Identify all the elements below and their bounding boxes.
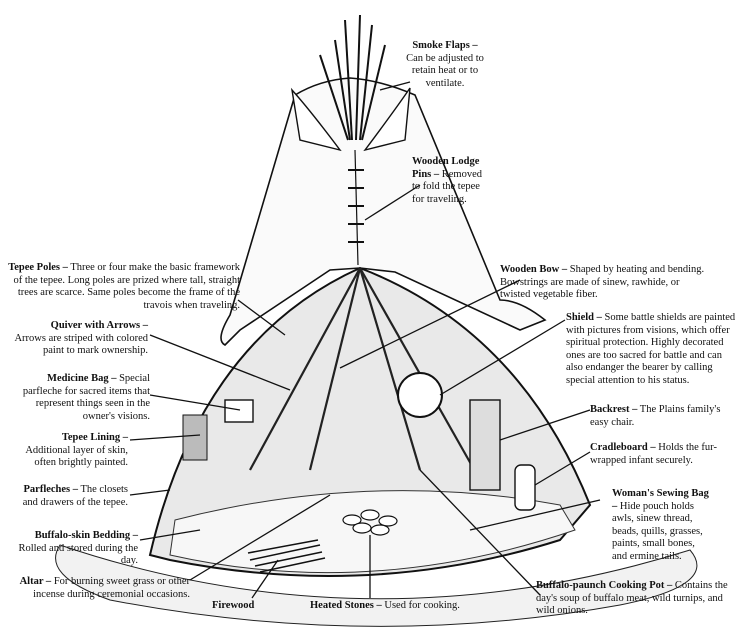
label-desc: The Plains family's easy chair. — [590, 404, 721, 428]
leader-lines — [129, 81, 601, 599]
label-heated-stones: Heated Stones – Used for cooking. — [310, 600, 470, 613]
label-title: Heated Stones – — [310, 600, 382, 611]
label-altar: Altar – For burning sweet grass or other… — [10, 576, 190, 601]
heated-stones-drawing — [342, 509, 398, 536]
lodge-pins — [348, 169, 364, 243]
label-cooking-pot: Buffalo-paunch Cooking Pot – Contains th… — [536, 580, 736, 618]
label-desc: Shaped by heating and bending. Bowstring… — [500, 264, 705, 300]
shield-drawing — [397, 372, 443, 418]
label-title: Tepee Lining – — [61, 432, 128, 443]
label-backrest: Backrest – The Plains family's easy chai… — [590, 404, 740, 429]
label-title: Cradleboard – — [590, 442, 656, 453]
label-title: Firewood — [212, 600, 255, 611]
label-title: Quiver with Arrows – — [50, 320, 148, 331]
label-title: Smoke Flaps – — [412, 40, 478, 51]
label-title: Wooden Bow – — [500, 264, 568, 275]
label-medicine-bag: Medicine Bag – Special parfleche for sac… — [10, 373, 150, 423]
label-tepee-lining: Tepee Lining –Additional layer of skin, … — [10, 432, 128, 470]
label-title: Woman's Sewing Bag – — [612, 488, 709, 512]
label-desc: For burning sweet grass or other incense… — [33, 576, 190, 600]
label-desc: Used for cooking. — [384, 600, 460, 611]
label-sewing-bag: Woman's Sewing Bag – Hide pouch holds aw… — [612, 488, 712, 563]
label-title: Wooden Lodge Pins – — [412, 156, 480, 180]
label-firewood: Firewood — [212, 600, 292, 613]
label-lodge-pins: Wooden Lodge Pins – Removed to fold the … — [412, 156, 492, 206]
label-desc: Holds the fur-wrapped infant securely. — [590, 442, 717, 466]
label-tepee-poles: Tepee Poles – Three or four make the bas… — [8, 262, 240, 312]
medicine-bag-drawing — [224, 399, 254, 423]
lining-panel-drawing — [182, 414, 208, 461]
tepee-poles — [319, 14, 386, 141]
label-shield: Shield – Some battle shields are painted… — [566, 312, 738, 387]
label-title: Altar – — [19, 576, 52, 587]
label-desc: Can be adjusted to retain heat or to ven… — [406, 52, 484, 89]
label-quiver: Quiver with Arrows –Arrows are striped w… — [10, 320, 148, 358]
label-desc: Hide pouch holds awls, sinew thread, bea… — [612, 500, 703, 562]
label-wooden-bow: Wooden Bow – Shaped by heating and bendi… — [500, 264, 712, 302]
label-title: Medicine Bag – — [47, 373, 117, 384]
backrest-drawing — [469, 399, 501, 491]
label-desc: Arrows are striped with colored paint to… — [14, 332, 148, 357]
label-desc: Special parfleche for sacred items that … — [22, 373, 150, 422]
label-bedding: Buffalo-skin Bedding –Rolled and stored … — [10, 530, 138, 568]
label-desc: Three or four make the basic framework o… — [13, 262, 240, 311]
label-title: Shield – — [566, 312, 602, 323]
label-cradleboard: Cradleboard – Holds the fur-wrapped infa… — [590, 442, 740, 467]
label-parfleches: Parfleches – The closets and drawers of … — [10, 484, 128, 509]
label-desc: Additional layer of skin, often brightly… — [25, 444, 128, 469]
label-title: Parfleches – — [23, 484, 79, 495]
label-desc: The closets and drawers of the tepee. — [22, 484, 128, 508]
smoke-flap-left — [290, 87, 342, 152]
label-desc: Removed to fold the tepee for traveling. — [412, 168, 483, 205]
ground — [55, 544, 698, 627]
label-title: Backrest – — [590, 404, 638, 415]
cradleboard-drawing — [514, 464, 536, 511]
label-title: Buffalo-skin Bedding – — [34, 530, 138, 541]
label-desc: Contains the day's soup of buffalo meat,… — [536, 580, 728, 616]
smoke-flap-right — [363, 87, 411, 152]
tepee-cover — [220, 77, 547, 346]
label-title: Buffalo-paunch Cooking Pot – — [536, 580, 673, 591]
label-title: Tepee Poles – — [8, 262, 68, 273]
label-desc: Some battle shields are painted with pic… — [566, 312, 736, 386]
label-smoke-flaps: Smoke Flaps –Can be adjusted to retain h… — [405, 40, 485, 90]
label-desc: Rolled and stored during the day. — [18, 542, 138, 567]
